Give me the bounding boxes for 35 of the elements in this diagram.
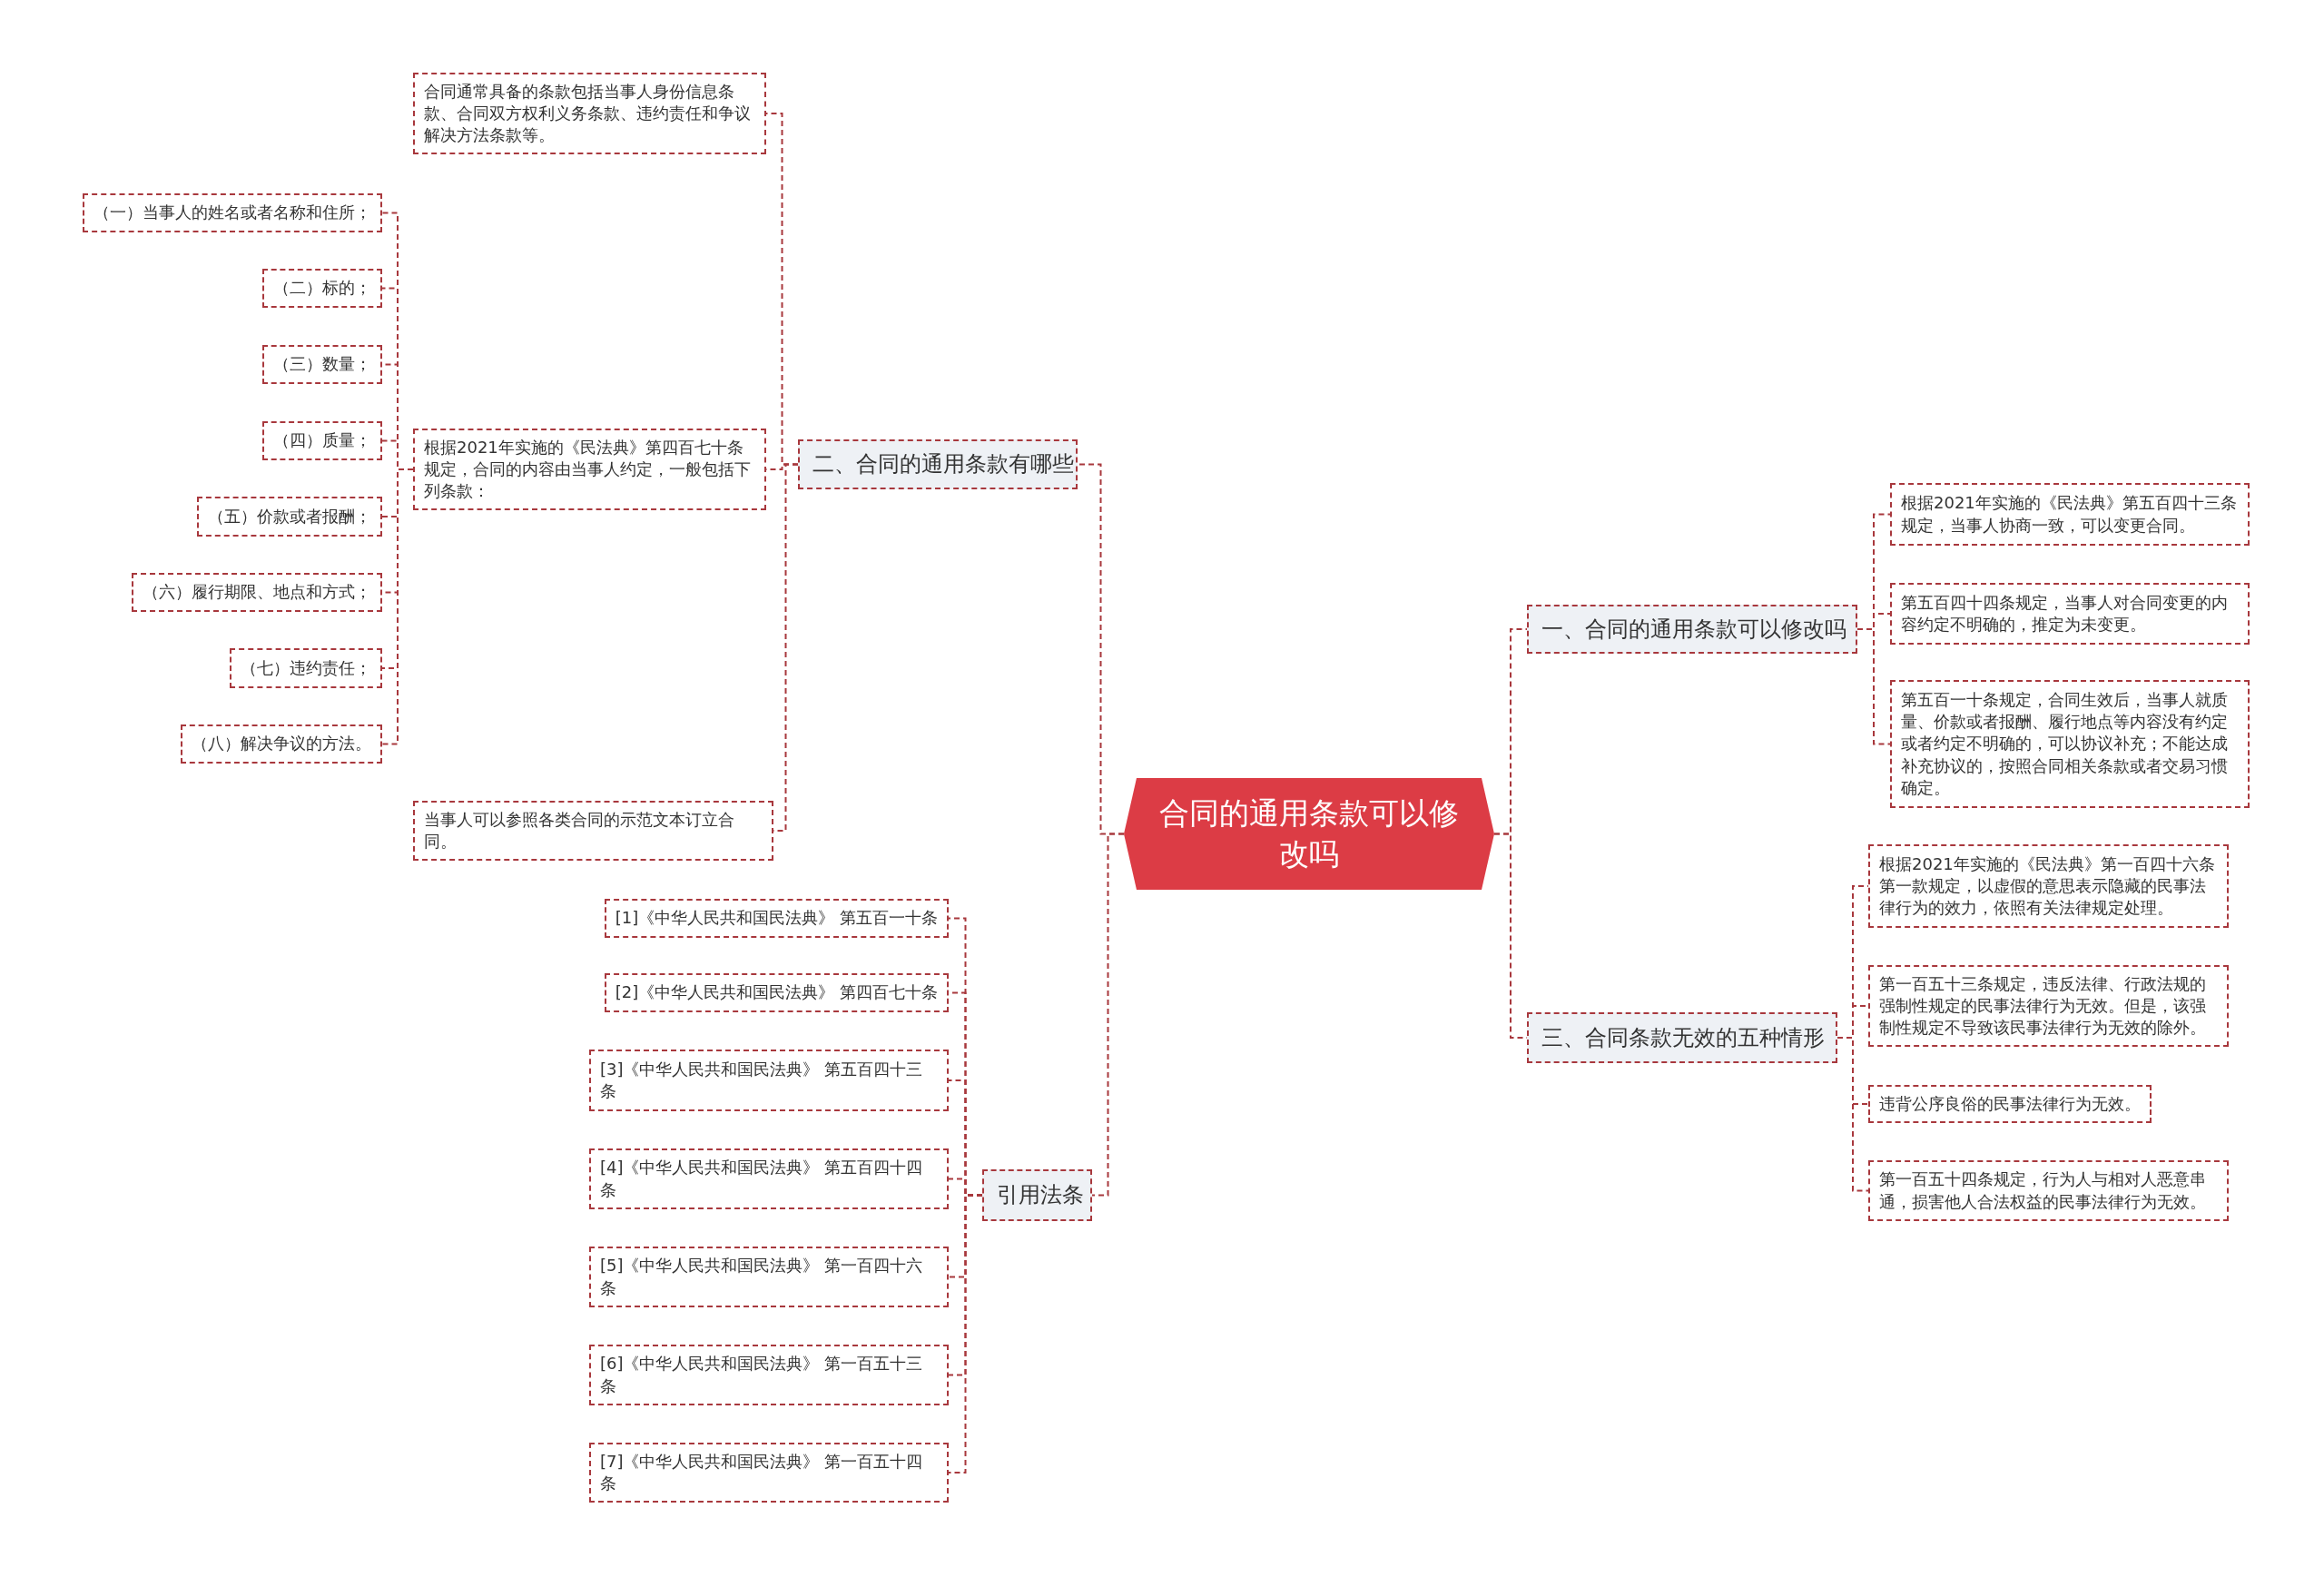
topic-box: 二、合同的通用条款有哪些 xyxy=(798,439,1078,489)
text-box: [2]《中华人民共和国民法典》 第四百七十条 xyxy=(604,973,949,1012)
text-box: （五）价款或者报酬； xyxy=(197,497,382,537)
text-box: [7]《中华人民共和国民法典》 第一百五十四条 xyxy=(589,1443,949,1503)
connector xyxy=(1837,1037,1869,1192)
text-box: 第一百五十三条规定，违反法律、行政法规的强制性规定的民事法律行为无效。但是，该强制性规定不导致该民事法律行为无效的除外。 xyxy=(1868,965,2229,1047)
text-box: 根据2021年实施的《民法典》第五百四十三条规定，当事人协商一致，可以变更合同。 xyxy=(1890,483,2250,546)
text-box: （四）质量； xyxy=(262,421,382,460)
text-box: （一）当事人的姓名或者名称和住所； xyxy=(83,193,382,232)
connector xyxy=(1091,833,1125,1197)
text-box: [4]《中华人民共和国民法典》 第五百四十四条 xyxy=(589,1148,949,1209)
text-box: [3]《中华人民共和国民法典》 第五百四十三条 xyxy=(589,1050,949,1111)
text-box: （三）数量； xyxy=(262,345,382,384)
connector xyxy=(948,1194,983,1474)
text-box: [6]《中华人民共和国民法典》 第一百五十三条 xyxy=(589,1345,949,1405)
text-box: （八）解决争议的方法。 xyxy=(181,724,382,764)
text-box: 第五百一十条规定，合同生效后，当事人就质量、价款或者报酬、履行地点等内容没有约定或者约定不明确的，可以协议补充；不能达成补充协议的，按照合同相关条款或者交易习惯确定。 xyxy=(1890,680,2250,808)
connector xyxy=(381,468,414,745)
text-box: 违背公序良俗的民事法律行为无效。 xyxy=(1868,1085,2152,1123)
text-box: （二）标的； xyxy=(262,269,382,308)
text-box: 根据2021年实施的《民法典》第一百四十六条第一款规定，以虚假的意思表示隐藏的民事法律行为的效力，依照有关法律规定处理。 xyxy=(1868,844,2229,928)
text-box: 第一百五十四条规定，行为人与相对人恶意串通，损害他人合法权益的民事法律行为无效。 xyxy=(1868,1160,2229,1221)
text-box: 根据2021年实施的《民法典》第四百七十条规定，合同的内容由当事人约定，一般包括下列条款： xyxy=(413,429,766,510)
connector xyxy=(1856,628,1891,745)
text-box: （七）违约责任； xyxy=(230,648,382,688)
text-box: 第五百四十四条规定，当事人对合同变更的内容约定不明确的，推定为未变更。 xyxy=(1890,583,2250,645)
text-box: 当事人可以参照各类合同的示范文本订立合同。 xyxy=(413,801,773,861)
text-box: 合同通常具备的条款包括当事人身份信息条款、合同双方权利义务条款、违约责任和争议解决方法条款等。 xyxy=(413,73,766,154)
topic-box: 一、合同的通用条款可以修改吗 xyxy=(1527,605,1857,654)
topic-box: 三、合同条款无效的五种情形 xyxy=(1527,1012,1837,1063)
central-topic: 合同的通用条款可以修改吗 xyxy=(1124,778,1494,890)
text-box: [1]《中华人民共和国民法典》 第五百一十条 xyxy=(604,899,949,938)
topic-box: 引用法条 xyxy=(982,1169,1092,1221)
text-box: [5]《中华人民共和国民法典》 第一百四十六条 xyxy=(589,1247,949,1307)
text-box: （六）履行期限、地点和方式； xyxy=(132,573,382,612)
